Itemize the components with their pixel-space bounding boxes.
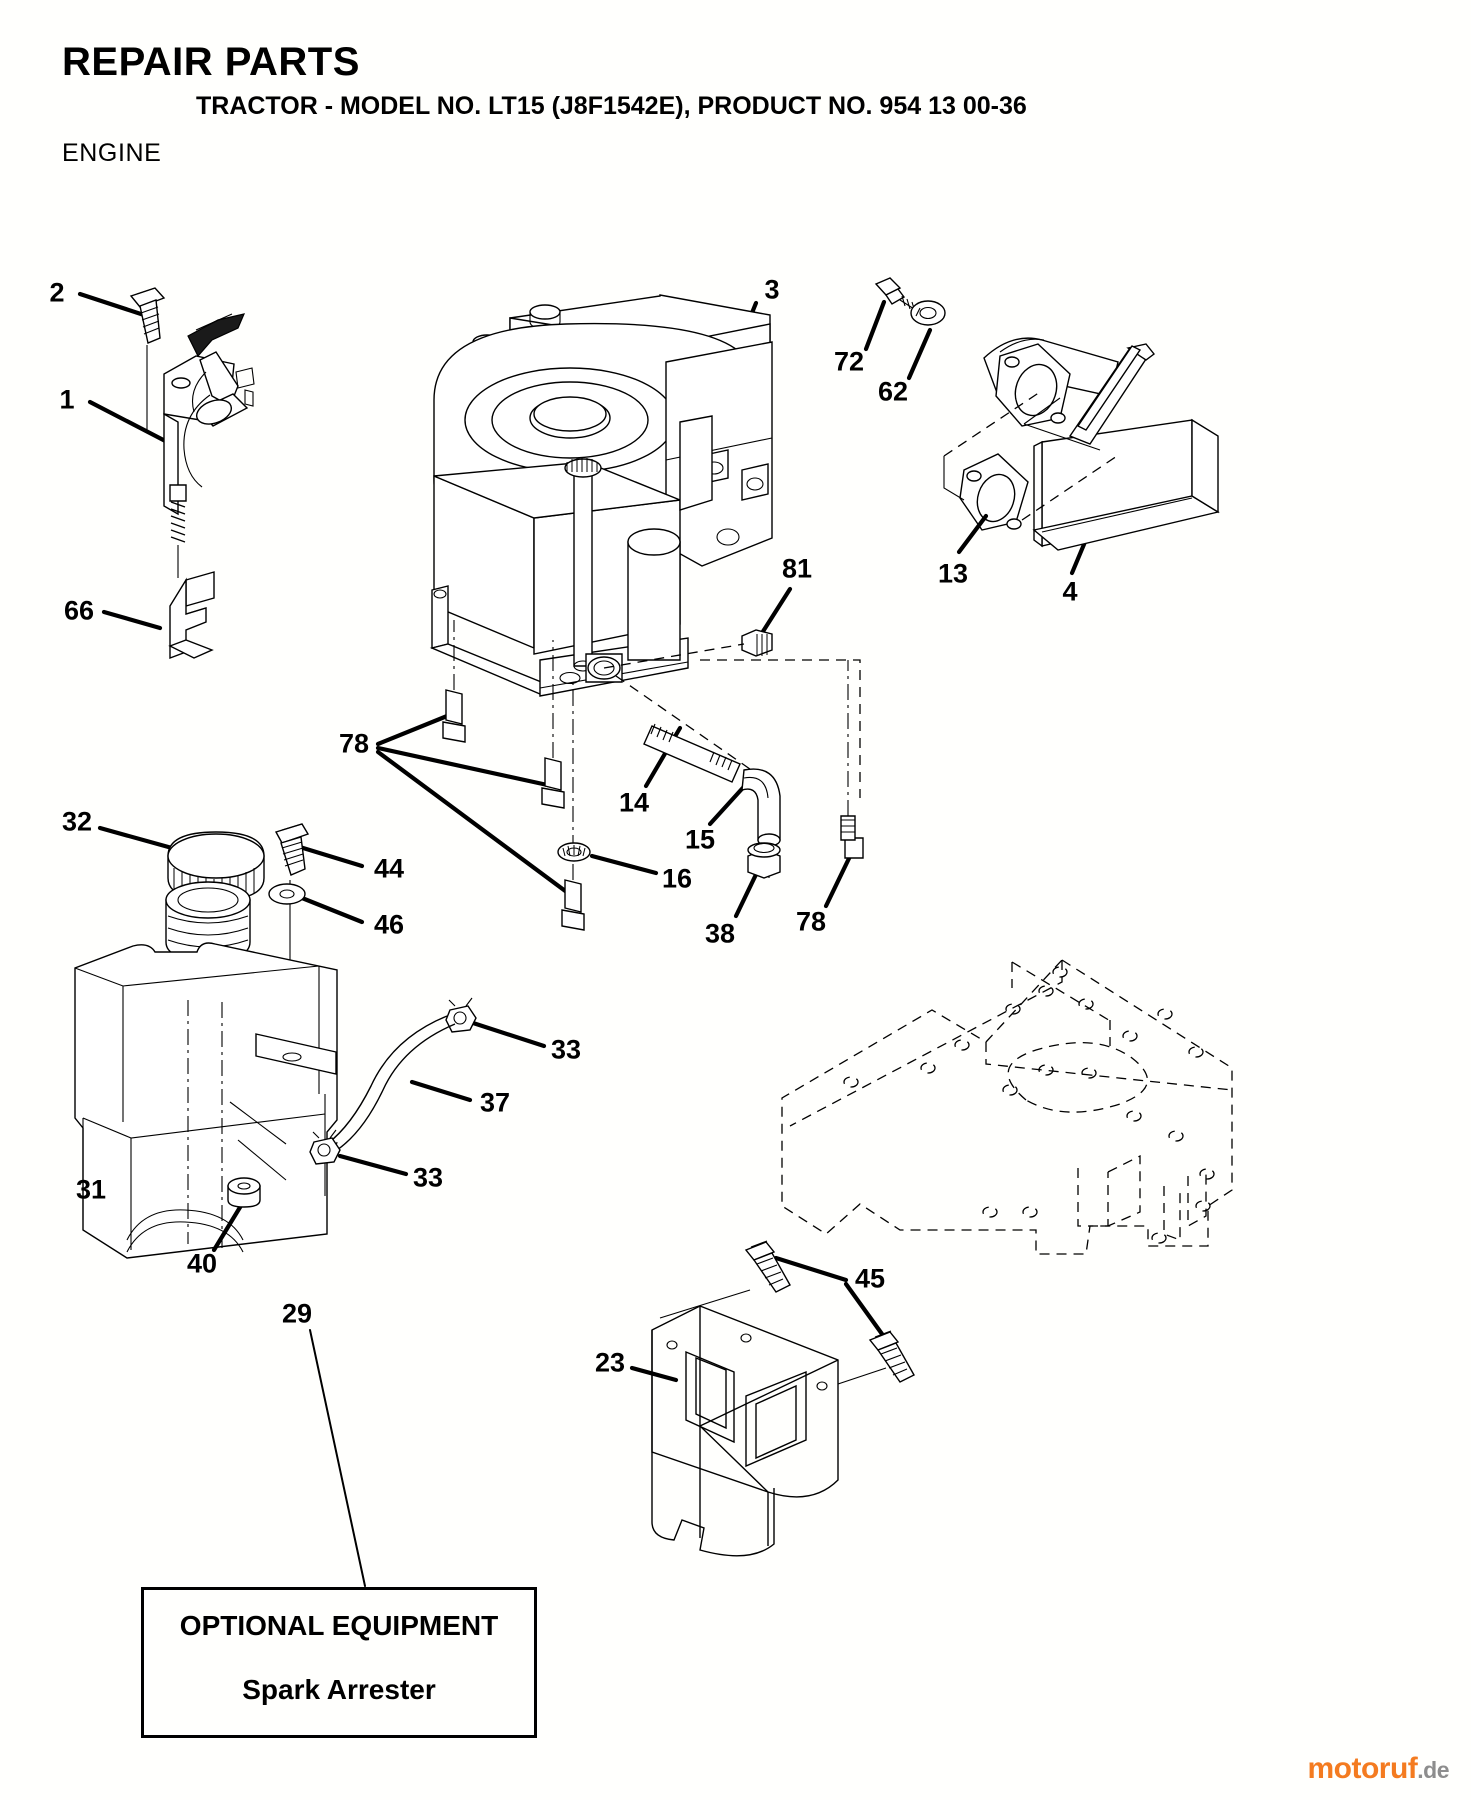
callout-1: 1 bbox=[59, 384, 75, 415]
callout-2: 2 bbox=[49, 277, 65, 308]
callout-44: 44 bbox=[373, 853, 405, 884]
part-throttle-control-assembly bbox=[77, 287, 255, 578]
part-29-leader bbox=[309, 1329, 366, 1587]
part-37-fuel-line bbox=[326, 1015, 473, 1151]
part-3-engine-block bbox=[429, 294, 773, 697]
callout-31: 31 bbox=[75, 1174, 107, 1205]
part-14-pipe-nipple bbox=[615, 675, 761, 789]
callout-40: 40 bbox=[186, 1248, 218, 1279]
part-33-clamp-upper bbox=[445, 997, 547, 1049]
part-15-elbow-fitting bbox=[707, 768, 781, 878]
watermark: motoruf.de bbox=[1307, 1752, 1449, 1786]
model-subtitle: TRACTOR - MODEL NO. LT15 (J8F1542E), PRO… bbox=[196, 92, 1027, 120]
callout-33-lower: 33 bbox=[412, 1162, 444, 1193]
callout-37: 37 bbox=[479, 1087, 511, 1118]
callout-78-right: 78 bbox=[795, 906, 827, 937]
section-title: ENGINE bbox=[62, 139, 162, 167]
part-40-bushing bbox=[211, 1177, 261, 1253]
chassis-deck-phantom bbox=[781, 959, 1233, 1255]
callout-13: 13 bbox=[937, 558, 969, 589]
part-46-washer bbox=[268, 883, 365, 925]
callout-72: 72 bbox=[833, 346, 865, 377]
part-38-nut bbox=[733, 842, 781, 919]
optional-equipment-box: OPTIONAL EQUIPMENT Spark Arrester bbox=[141, 1587, 537, 1738]
callout-23: 23 bbox=[594, 1347, 626, 1378]
callout-29: 29 bbox=[281, 1298, 313, 1329]
callout-66: 66 bbox=[63, 595, 95, 626]
optional-equipment-title: OPTIONAL EQUIPMENT bbox=[179, 1610, 499, 1641]
part-81-nut bbox=[603, 586, 861, 798]
callout-3: 3 bbox=[764, 274, 780, 305]
part-78-bolt-right bbox=[823, 660, 864, 909]
callout-45: 45 bbox=[854, 1263, 886, 1294]
part-33-clamp-lower bbox=[309, 1129, 409, 1177]
callout-78: 78 bbox=[338, 728, 370, 759]
callout-81: 81 bbox=[781, 553, 813, 584]
page-title: REPAIR PARTS bbox=[62, 40, 360, 84]
part-31-fuel-tank bbox=[74, 881, 338, 1259]
part-13-gasket bbox=[956, 513, 989, 555]
callout-14: 14 bbox=[618, 787, 650, 818]
part-45-screws bbox=[744, 1240, 915, 1383]
watermark-tld: .de bbox=[1417, 1757, 1449, 1783]
part-16-washer bbox=[557, 842, 659, 876]
callout-4: 4 bbox=[1062, 576, 1078, 607]
part-62-lock-washer bbox=[906, 300, 946, 381]
part-66-clip bbox=[101, 571, 215, 660]
optional-equipment-subtitle: Spark Arrester bbox=[242, 1674, 436, 1705]
part-4-muffler bbox=[943, 337, 1220, 576]
callout-32: 32 bbox=[61, 806, 93, 837]
watermark-brand: motoruf bbox=[1307, 1752, 1418, 1785]
callout-15: 15 bbox=[684, 824, 716, 855]
part-72-bolt bbox=[863, 277, 923, 352]
callout-38: 38 bbox=[704, 918, 736, 949]
callout-62: 62 bbox=[877, 376, 909, 407]
callout-46: 46 bbox=[373, 909, 405, 940]
callout-33-upper: 33 bbox=[550, 1034, 582, 1065]
part-23-heat-shield bbox=[629, 1289, 887, 1557]
callout-16: 16 bbox=[661, 863, 693, 894]
